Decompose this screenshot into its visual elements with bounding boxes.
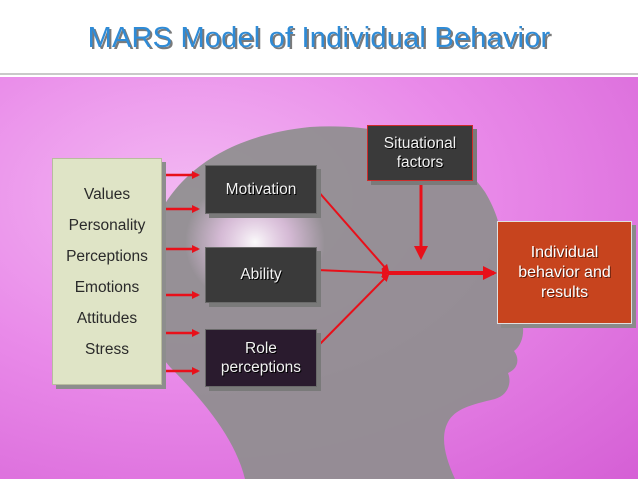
- situational-line2: factors: [396, 154, 444, 171]
- trait-emotions: Emotions: [74, 278, 140, 296]
- role-perceptions-box: Role perceptions: [205, 329, 317, 387]
- trait-attitudes: Attitudes: [76, 309, 138, 327]
- ability-label: Ability: [240, 266, 282, 284]
- head-silhouette: [141, 126, 542, 479]
- slide-title: MARS Model of Individual Behavior: [87, 22, 551, 54]
- convergence-arrows: [316, 189, 390, 348]
- motivation-label: Motivation: [225, 180, 297, 198]
- ability-box: Ability: [205, 247, 317, 303]
- motivation-box: Motivation: [205, 165, 317, 214]
- result-line3: results: [540, 283, 589, 301]
- result-line2: behavior and: [518, 263, 611, 281]
- individual-behavior-results-box: Individual behavior and results: [497, 221, 632, 324]
- title-divider: [0, 73, 638, 75]
- situational-factors-box: Situational factors: [367, 125, 473, 181]
- result-line1: Individual: [530, 243, 599, 261]
- role-label-line2: perceptions: [220, 359, 302, 376]
- trait-arrows: [162, 171, 200, 375]
- role-label-line1: Role: [245, 339, 277, 357]
- trait-stress: Stress: [85, 340, 129, 358]
- individual-traits-box: Values Personality Perceptions Emotions …: [52, 158, 162, 385]
- situational-line1: Situational: [383, 134, 457, 152]
- trait-personality: Personality: [68, 216, 146, 234]
- trait-perceptions: Perceptions: [66, 247, 148, 265]
- trait-values: Values: [83, 185, 131, 203]
